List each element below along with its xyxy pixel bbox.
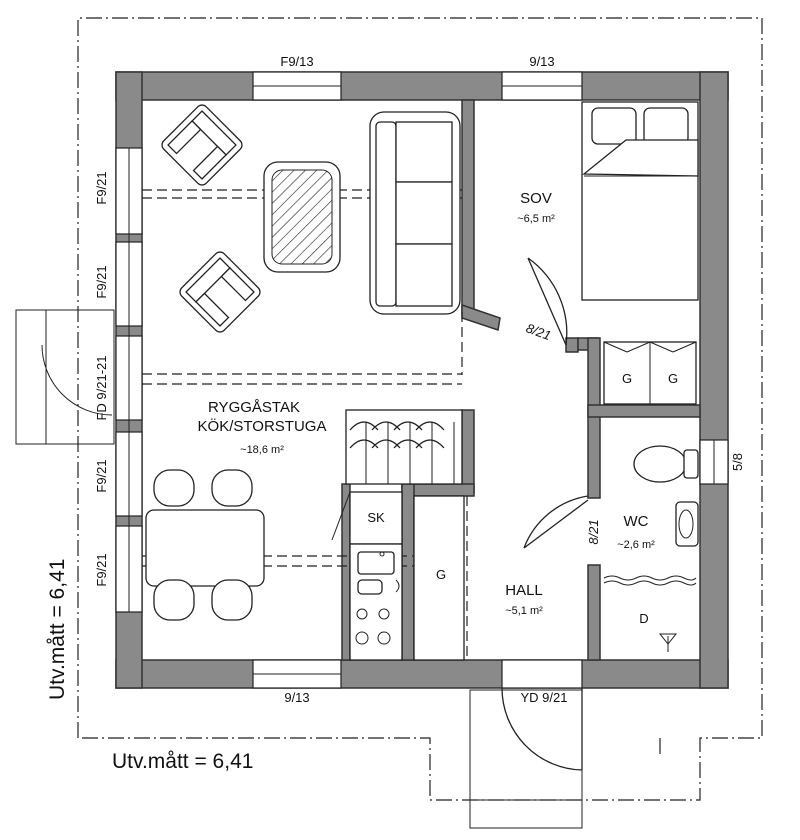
closet-label-2: G: [668, 371, 678, 386]
room-name-kitchen-line2: KÖK/STORSTUGA: [198, 417, 327, 435]
window-label-left-1: F9/21: [94, 171, 109, 204]
dining-set: [145, 469, 265, 621]
room-area-hall: ~5,1 m²: [505, 605, 543, 617]
window-label-bottom: 9/13: [284, 690, 309, 705]
roof-outline: [77, 17, 763, 801]
entry-stoop: [469, 689, 583, 829]
room-area-sov: ~6,5 m²: [517, 213, 555, 225]
closet-label-1: G: [622, 371, 632, 386]
sofa: [369, 111, 461, 315]
room-area-kitchen: ~18,6 m²: [240, 444, 284, 456]
window-label-right: 5/8: [730, 453, 745, 471]
sov-wardrobes: [603, 341, 697, 405]
sk-label: SK: [367, 510, 385, 525]
armchair-bottom: [179, 251, 261, 333]
window-label-left-door: FD 9/21-21: [94, 355, 109, 420]
wc-fixtures: [603, 445, 699, 652]
dimension-height: Utv.mått = 6,41: [46, 559, 69, 700]
window-label-top-right: 9/13: [529, 54, 554, 69]
hall-closet: [413, 495, 465, 661]
stairs: [345, 409, 463, 485]
left-porch: [15, 309, 115, 445]
dimension-width: Utv.mått = 6,41: [112, 750, 253, 773]
d-label: D: [639, 611, 648, 626]
window-label-left-4: F9/21: [94, 553, 109, 586]
door-swings: [501, 257, 589, 771]
door-label-sov: 8/21: [524, 320, 553, 343]
window-label-left-2: F9/21: [94, 265, 109, 298]
hall-closet-label: G: [436, 567, 446, 582]
window-openings: [115, 71, 729, 689]
kitchen-units: [331, 491, 403, 661]
window-label-entry: YD 9/21: [521, 690, 568, 705]
double-bed: [581, 101, 699, 301]
room-name-kitchen-line1: RYGGÅSTAK: [208, 399, 300, 416]
door-label-wc: 8/21: [586, 519, 601, 544]
armchair-top: [161, 104, 243, 186]
room-name-hall: HALL: [505, 582, 543, 599]
room-name-wc: WC: [624, 513, 649, 530]
window-label-top-left: F9/13: [280, 54, 313, 69]
window-label-left-3: F9/21: [94, 459, 109, 492]
coffee-table: [263, 161, 341, 273]
room-name-sov: SOV: [520, 190, 552, 207]
room-area-wc: ~2,6 m²: [617, 539, 655, 551]
interior-walls: [341, 99, 701, 661]
